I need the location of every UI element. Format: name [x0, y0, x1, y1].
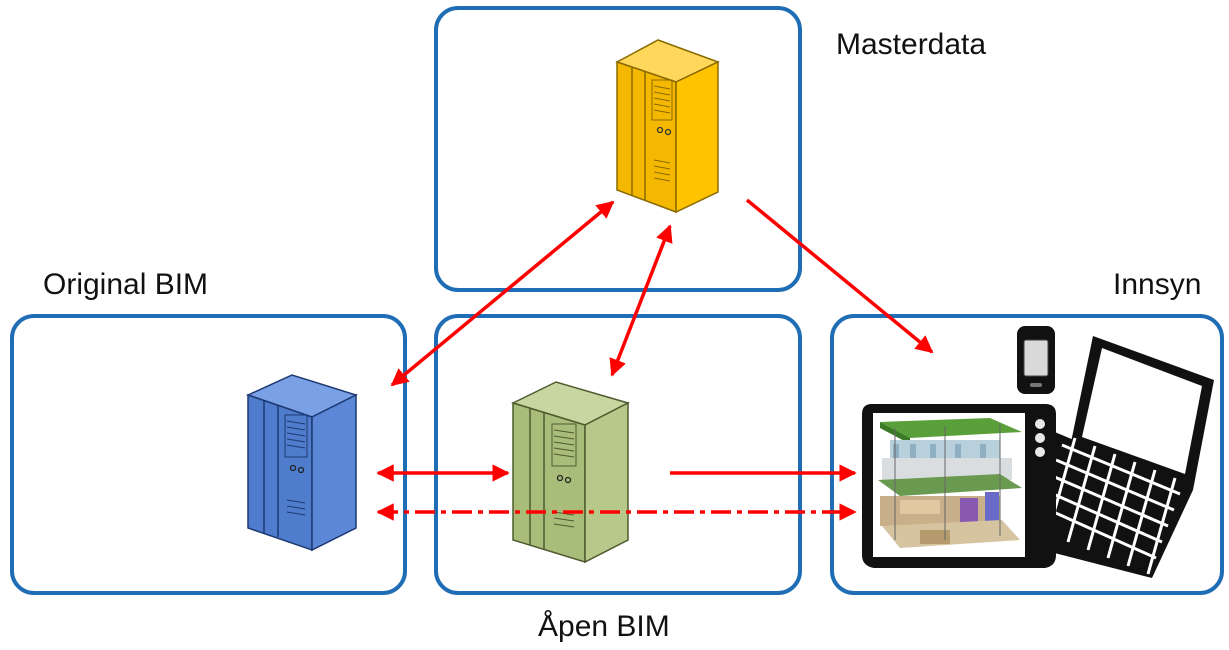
- innsyn-label: Innsyn: [1113, 268, 1202, 301]
- arrow-apen-masterdata: [609, 224, 673, 377]
- arrow-masterdata-innsyn: [745, 198, 934, 354]
- tablet-icon: [862, 404, 1056, 568]
- original-bim-box: [10, 314, 407, 595]
- masterdata-label: Masterdata: [836, 28, 987, 61]
- innsyn-box: [830, 314, 1224, 595]
- arrow-original-masterdata: [390, 200, 615, 387]
- bim-model-image: [878, 418, 1022, 548]
- mobile-phone-icon: [1017, 326, 1055, 394]
- original-bim-server-icon: [245, 374, 358, 552]
- laptop-icon: [910, 336, 1214, 578]
- apen-bim-label: Åpen BIM: [538, 610, 670, 643]
- masterdata-server-icon: [615, 39, 720, 214]
- connection-arrows: [376, 198, 934, 521]
- apen-bim-server-icon: [510, 381, 631, 564]
- original-bim-label: Original BIM: [43, 268, 209, 301]
